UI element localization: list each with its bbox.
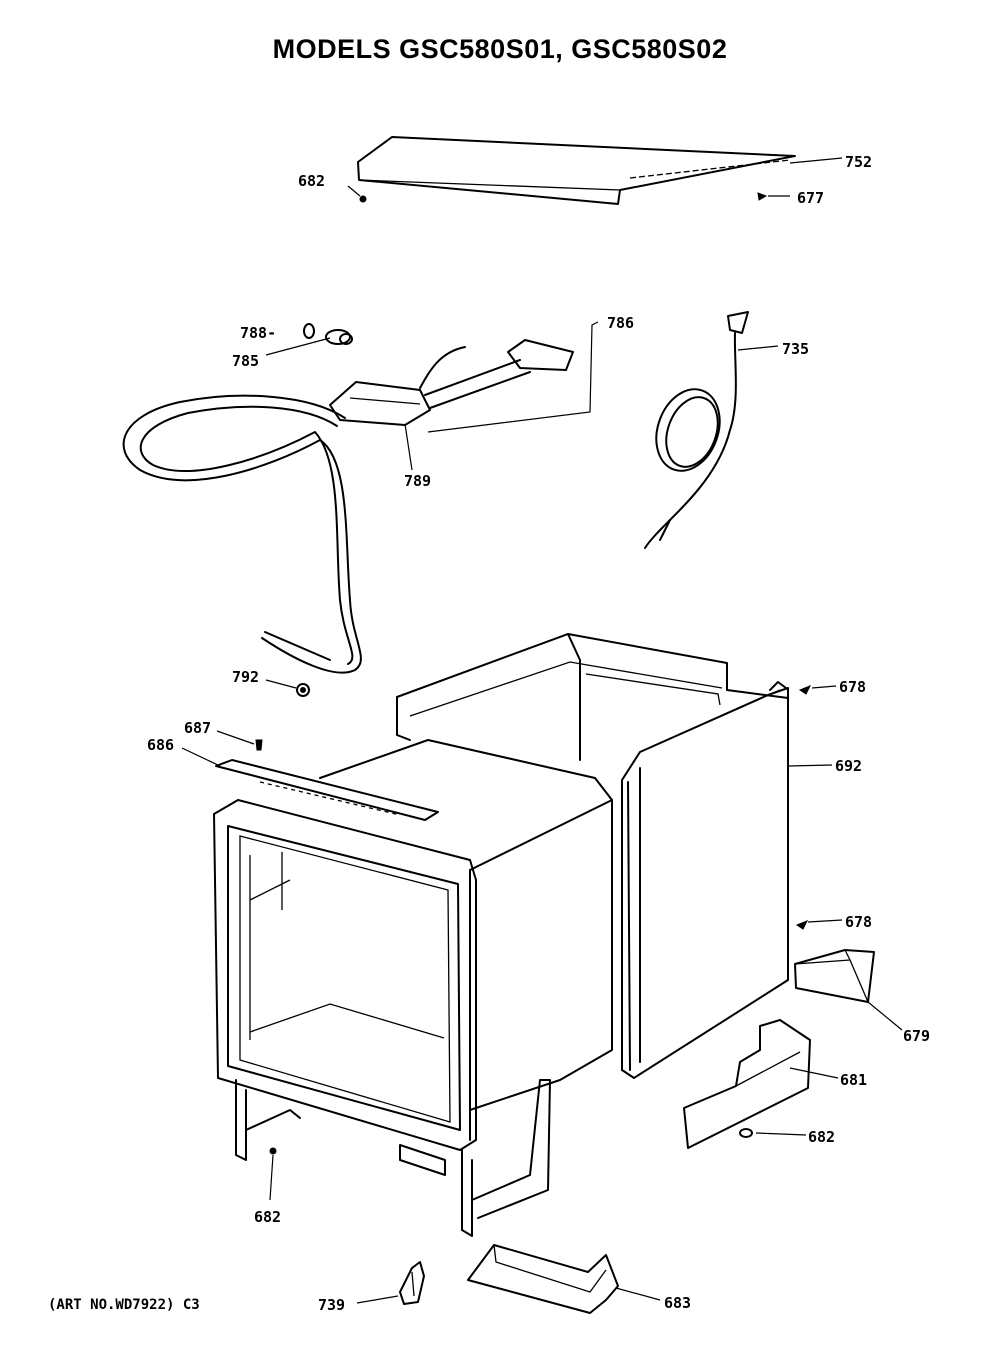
label-682-bottom: 682 [254,1208,281,1226]
screw-677 [757,192,768,201]
label-682-right: 682 [808,1128,835,1146]
label-735: 735 [782,340,809,358]
tub-frame [213,633,789,1237]
washer-788 [303,323,315,339]
screw-678-mid [795,920,809,930]
label-678-mid: 678 [845,913,872,931]
label-792: 792 [232,668,259,686]
label-739: 739 [318,1296,345,1314]
block-679 [794,949,875,1003]
screw-678-top [798,685,812,695]
screw-687 [255,739,263,751]
label-785: 785 [232,352,259,370]
art-number: (ART NO.WD7922) C3 [48,1297,200,1313]
power-cord-735 [644,311,749,549]
side-panel-692 [621,681,789,1079]
label-677: 677 [797,189,824,207]
label-679: 679 [903,1027,930,1045]
plate-686 [215,759,439,821]
screw-682-right [739,1128,753,1138]
label-789: 789 [404,472,431,490]
screw-682-top [359,195,367,203]
label-786: 786 [607,314,634,332]
label-682-top: 682 [298,172,325,190]
screw-682-bottom [269,1147,277,1155]
label-683: 683 [664,1294,691,1312]
inlet-hose-assembly-789 [122,339,574,674]
label-692: 692 [835,757,862,775]
bottom-bracket-683 [467,1244,619,1314]
grommet-792 [296,683,310,697]
fitting-785 [325,329,353,345]
label-752: 752 [845,153,872,171]
label-678-top: 678 [839,678,866,696]
label-687: 687 [184,719,211,737]
label-681: 681 [840,1071,867,1089]
label-686: 686 [147,736,174,754]
top-panel-752 [357,136,796,205]
label-788: 788- [240,324,276,342]
bracket-681 [683,1019,811,1149]
leader-lines [181,157,903,1304]
diagram-title: MODELS GSC580S01, GSC580S02 [272,34,728,64]
leveling-leg-739 [399,1261,425,1305]
